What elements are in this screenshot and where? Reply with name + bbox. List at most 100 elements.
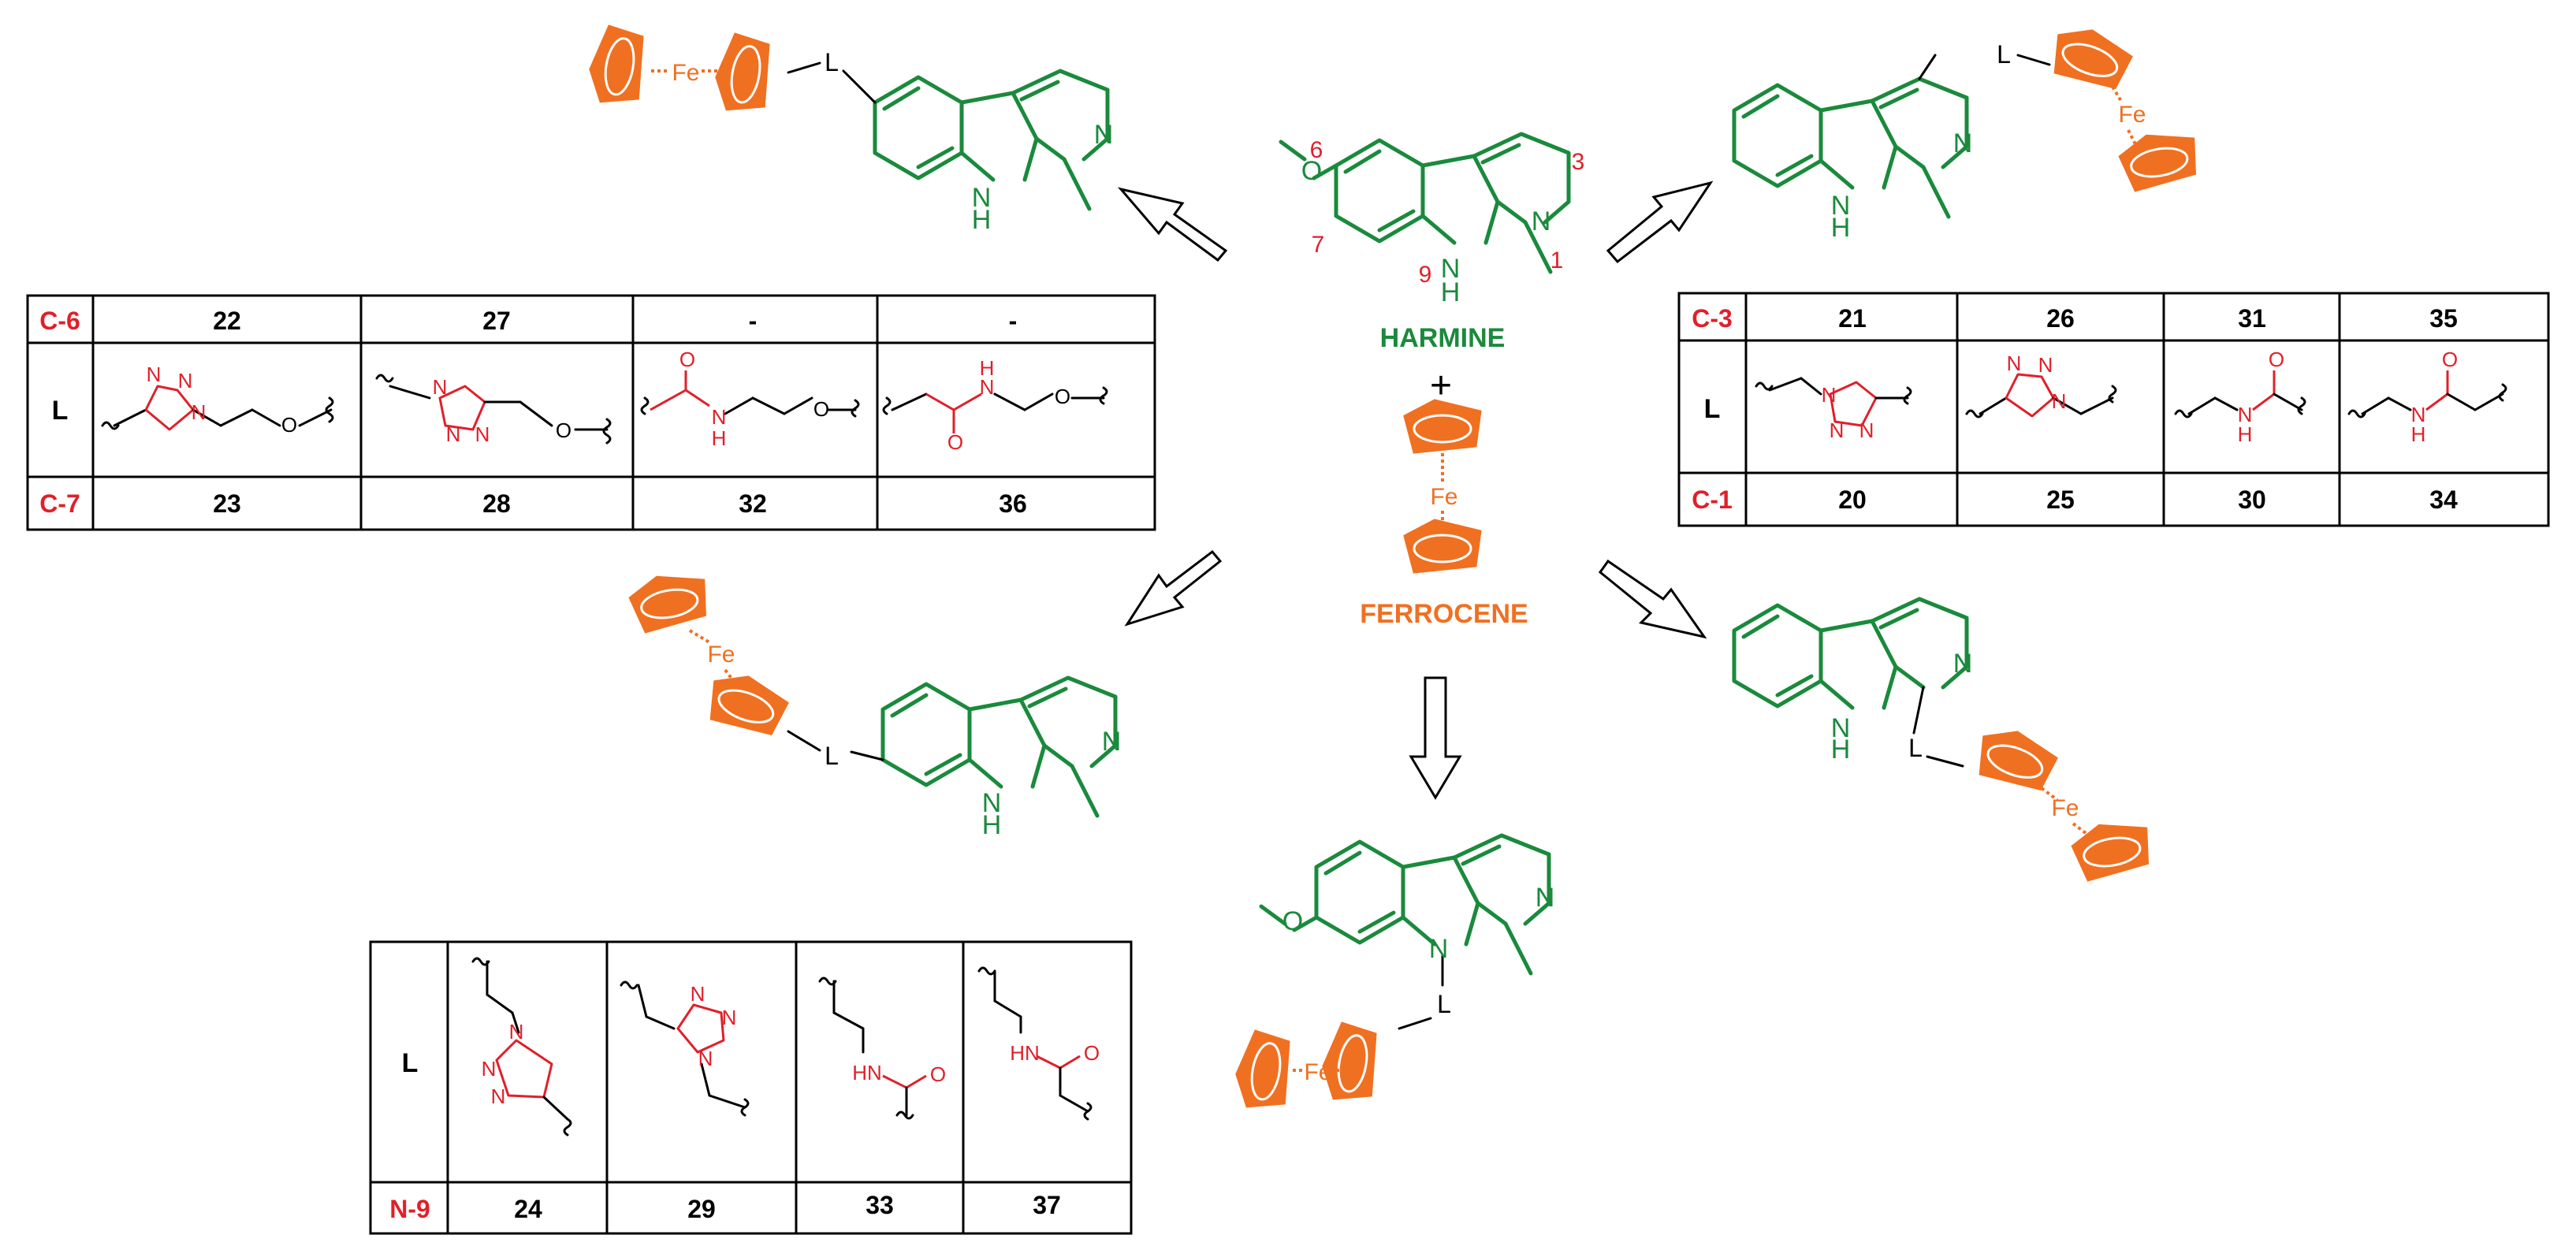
- product-c1: [1732, 597, 1969, 735]
- n9-n: N: [1536, 883, 1555, 913]
- triazole-c-n2: N: [1830, 419, 1845, 442]
- arrow-up-right: [1606, 180, 1714, 264]
- linker-triazole-b: [375, 374, 612, 445]
- table-n9-cell: 37: [1033, 1191, 1061, 1219]
- amide-b-o2: O: [1055, 385, 1070, 408]
- amide-b-nh-n: N: [980, 375, 995, 399]
- c3-n: N: [1953, 128, 1973, 158]
- table-c1-cell: 30: [2238, 485, 2266, 514]
- amide-a-nh-h: H: [712, 426, 727, 450]
- c3-nh-h: H: [1831, 213, 1851, 243]
- harmine-n: N: [1532, 206, 1551, 236]
- table-c1-label: C-1: [1692, 485, 1733, 514]
- n9-ring-n: N: [1429, 934, 1449, 964]
- table-c6-cell: -: [749, 307, 758, 335]
- table-c3-cell: 31: [2238, 304, 2266, 333]
- arrow-up-left: [1117, 187, 1228, 262]
- ferrocene-label: FERROCENE: [1360, 599, 1528, 629]
- table-n9-cell: 24: [514, 1195, 542, 1223]
- linker-amide-e: [818, 977, 927, 1120]
- c3-nh-n: N: [1831, 191, 1851, 221]
- product-c3: [1732, 54, 1969, 219]
- table-n9-cell: 29: [687, 1195, 716, 1223]
- linker-triazole-f: [620, 980, 750, 1117]
- linker-amide-a: [640, 370, 860, 418]
- harmine-label: HARMINE: [1380, 323, 1506, 353]
- amide-d-nh-n: N: [2411, 403, 2426, 426]
- position-6: 6: [1310, 137, 1323, 163]
- c7-linker-bond: [787, 730, 821, 752]
- triazole-e-n3: N: [491, 1084, 506, 1108]
- triazole-c-n3: N: [1859, 419, 1874, 442]
- c1-linker: L: [1908, 734, 1923, 762]
- triazole-b-n1: N: [433, 375, 448, 399]
- c6-nh-h: H: [972, 205, 992, 235]
- linker-amide-c: [2174, 370, 2306, 419]
- table-n9-cell: 33: [865, 1191, 894, 1219]
- triazole-d-n2: N: [2038, 353, 2053, 377]
- n9-oxygen: O: [1282, 906, 1303, 936]
- table-c7-cell: 28: [482, 489, 511, 518]
- c3-ferrocene: [2045, 19, 2202, 194]
- triazole-a-n1: N: [147, 363, 162, 386]
- position-1: 1: [1550, 247, 1564, 273]
- product-n9: [1259, 833, 1551, 987]
- c3-fe: Fe: [2118, 102, 2146, 128]
- amide-e-hn: HN: [852, 1061, 882, 1084]
- table-c7-label: C-7: [39, 489, 80, 518]
- table-c3-c1: [1677, 292, 2550, 527]
- triazole-f-n2: N: [722, 1006, 737, 1029]
- table-c1-cell: 20: [1838, 485, 1867, 514]
- amide-c-nh-h: H: [2238, 422, 2253, 446]
- triazole-b-o: O: [556, 419, 571, 442]
- c1-n: N: [1953, 649, 1973, 679]
- triazole-a-o: O: [281, 413, 297, 437]
- table-c3-cell: 35: [2429, 304, 2458, 333]
- linker-triazole-e: [471, 957, 572, 1137]
- table-c6-cell: 22: [213, 307, 241, 335]
- position-3: 3: [1572, 149, 1585, 175]
- c1-fe: Fe: [2051, 795, 2079, 821]
- c3-linker: L: [1997, 40, 2011, 69]
- triazole-e-n1: N: [509, 1020, 524, 1044]
- table-c3-cell: 21: [1838, 304, 1867, 333]
- triazole-a-n2: N: [178, 369, 193, 392]
- c6-n: N: [1094, 120, 1114, 150]
- table-n9-linker-label: L: [402, 1048, 419, 1078]
- amide-b-nh-h: H: [980, 356, 995, 380]
- product-c7: [850, 675, 1118, 818]
- triazole-b-n2: N: [446, 422, 461, 446]
- amide-f-o: O: [1084, 1041, 1100, 1065]
- table-c6-linker-label: L: [52, 396, 69, 426]
- c7-fe: Fe: [707, 642, 735, 668]
- linker-triazole-c: [1755, 377, 1912, 427]
- c6-nh-n: N: [972, 183, 992, 213]
- c6-ferrocene: [583, 23, 777, 117]
- triazole-e-n2: N: [482, 1057, 497, 1081]
- position-7: 7: [1312, 232, 1325, 258]
- arrow-down-right: [1598, 559, 1707, 639]
- triazole-d-n1: N: [2007, 352, 2022, 375]
- ferrocene-structure: [1403, 399, 1482, 574]
- n9-linker-bond: [1398, 1017, 1432, 1030]
- table-c3-linker-label: L: [1704, 394, 1721, 424]
- amide-a-o: O: [679, 348, 695, 371]
- table-c6-cell: -: [1009, 307, 1018, 335]
- amide-b-o: O: [947, 430, 963, 454]
- c7-ferrocene: [626, 567, 793, 743]
- ferrocene-fe: Fe: [1430, 484, 1457, 510]
- table-c1-cell: 25: [2046, 485, 2075, 514]
- table-c6-cell: 27: [482, 307, 511, 335]
- table-c3-label: C-3: [1692, 304, 1733, 333]
- c7-nh-h: H: [982, 810, 1002, 840]
- position-9: 9: [1419, 262, 1432, 288]
- c6-fe: Fe: [672, 60, 699, 86]
- arrow-down: [1409, 676, 1462, 800]
- table-c7-cell: 32: [739, 489, 767, 518]
- amide-c-nh-n: N: [2238, 403, 2253, 426]
- c7-nh-n: N: [982, 788, 1002, 818]
- amide-d-nh-h: H: [2411, 422, 2426, 446]
- triazole-f-n1: N: [691, 982, 705, 1006]
- table-n9: [369, 940, 1133, 1235]
